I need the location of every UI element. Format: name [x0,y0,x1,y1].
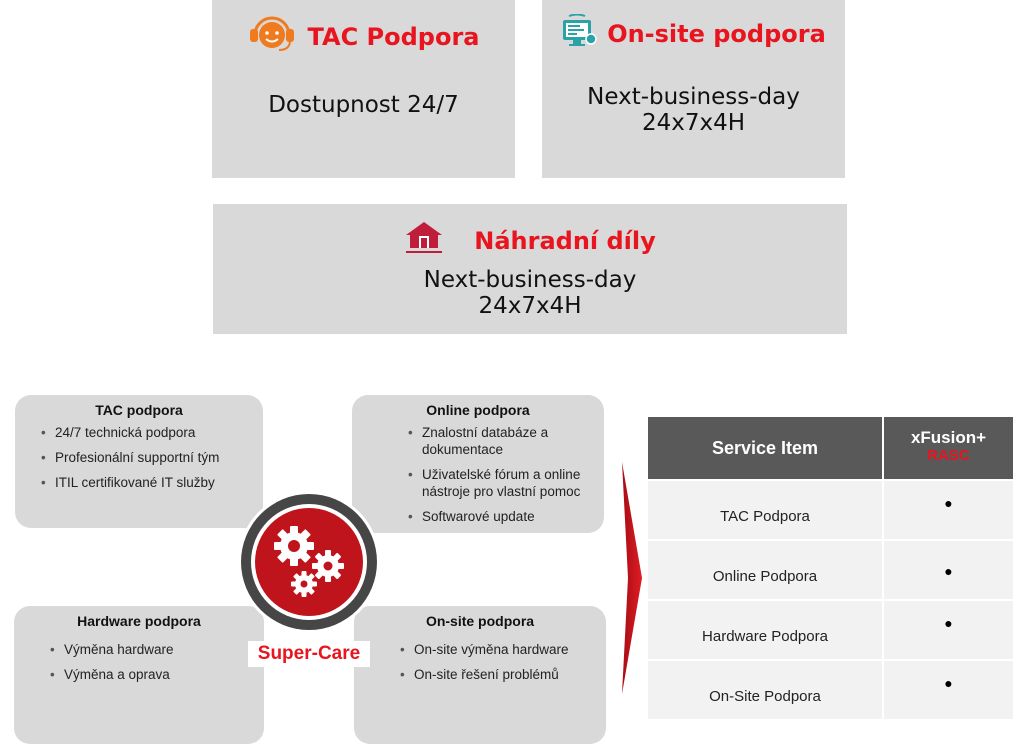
xfusion-header: xFusion+ RASC [884,417,1013,479]
tac-podpora-box: TAC podpora 24/7 technická podpora Profe… [15,395,263,528]
list-item: Profesionální supportní tým [41,449,257,466]
list-item: Výměna hardware [50,641,258,658]
table-row: On-Site Podpora ● [648,661,1013,719]
table-header: Service Item xFusion+ RASC [648,417,1013,479]
table-row: Hardware Podpora ● [648,601,1013,659]
tac-card-title: TAC Podpora [307,22,480,51]
parts-card-line-1: Next-business-day [423,267,637,293]
parts-card-title: Náhradní díly [474,226,656,255]
service-item-cell: Hardware Podpora [648,601,882,659]
list-item: ITIL certifikované IT služby [41,474,257,491]
hardware-podpora-title: Hardware podpora [77,613,201,629]
bullet-mark: ● [884,481,1013,539]
bullet-mark: ● [884,601,1013,659]
headset-icon [247,14,297,59]
list-item: 24/7 technická podpora [41,424,257,441]
bullet-mark: ● [884,541,1013,599]
service-item-cell: Online Podpora [648,541,882,599]
onsite-card-line-2: 24x7x4H [641,110,746,136]
table-row: Online Podpora ● [648,541,1013,599]
online-podpora-box: Online podpora Znalostní databáze a doku… [352,395,604,533]
list-item: Znalostní databáze a dokumentace [408,424,600,458]
tac-card-header: TAC Podpora [212,14,515,59]
spare-parts-card: Náhradní díly Next-business-day 24x7x4H [213,204,847,334]
list-item: On-site výměna hardware [400,641,602,658]
tac-support-card: TAC Podpora Dostupnost 24/7 [212,0,515,178]
red-arrow-divider [622,462,642,694]
onsite-podpora-title: On-site podpora [425,613,535,629]
onsite-card-title: On-site podpora [607,19,826,48]
supercare-gears-emblem [237,488,381,636]
bullet-mark: ● [884,661,1013,719]
computer-tool-icon [561,13,597,53]
xfusion-header-title: xFusion+ [910,428,987,447]
supercare-label: Super-Care [248,641,370,667]
list-item: Výměna a oprava [50,666,258,683]
service-item-cell: On-Site Podpora [648,661,882,719]
tac-card-body: Dostupnost 24/7 [212,92,515,118]
service-item-header: Service Item [648,417,882,479]
onsite-card-line-1: Next-business-day [587,84,800,110]
tac-card-line: Dostupnost 24/7 [268,92,459,118]
onsite-card-body: Next-business-day 24x7x4H [542,84,845,136]
service-table: Service Item xFusion+ RASC TAC Podpora ●… [648,417,1013,719]
table-row: TAC Podpora ● [648,481,1013,539]
service-item-cell: TAC Podpora [648,481,882,539]
onsite-support-card: On-site podpora Next-business-day 24x7x4… [542,0,845,178]
parts-card-line-2: 24x7x4H [478,293,582,319]
list-item: Uživatelské fórum a online nástroje pro … [408,466,600,500]
onsite-card-header: On-site podpora [542,13,845,53]
rasc-label: RASC [927,447,970,464]
gears-icon [238,491,380,633]
tac-podpora-title: TAC podpora [95,402,183,418]
parts-card-header: Náhradní díly [213,220,847,261]
list-item: Softwarové update [408,508,600,525]
parts-card-body: Next-business-day 24x7x4H [213,267,847,319]
hardware-podpora-box: Hardware podpora Výměna hardware Výměna … [14,606,264,744]
online-podpora-title: Online podpora [426,402,530,418]
list-item: On-site řešení problémů [400,666,602,683]
warehouse-icon [404,220,444,261]
onsite-podpora-box: On-site podpora On-site výměna hardware … [354,606,606,744]
